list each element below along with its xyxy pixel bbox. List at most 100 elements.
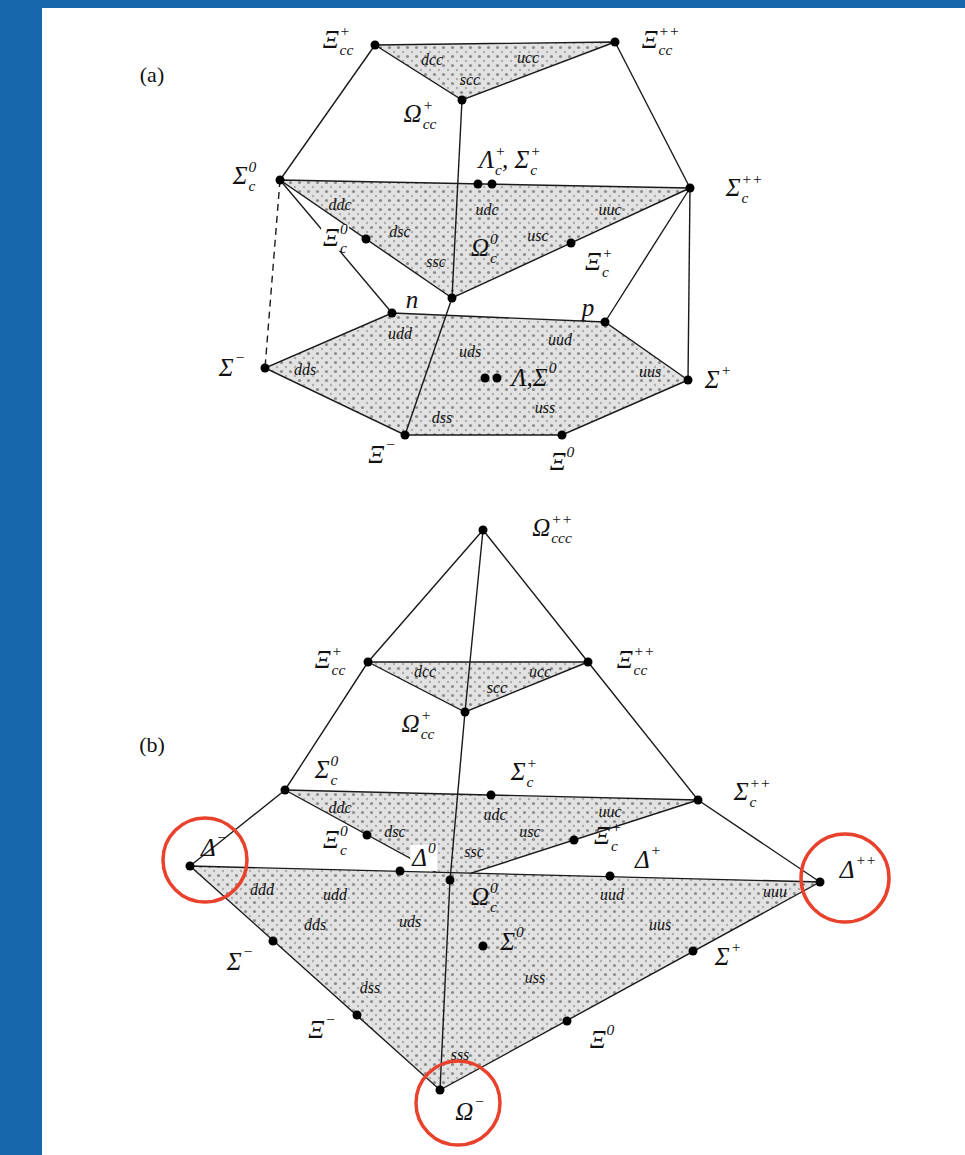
particle-dot [816,878,825,887]
particle-dot [269,937,278,946]
flavour-subscript: c [490,249,497,266]
quark-content: dsc [384,824,405,841]
flavour-subscript: cc [423,115,437,132]
particle-name: Σc++ [734,779,757,805]
charge-index: c0 [340,835,347,851]
quark-content: dsc [389,224,410,241]
charge-superscript: − [243,943,253,960]
flavour-subscript: c [340,239,347,256]
charge-index: − [235,363,245,379]
quark-content: dds [294,362,316,379]
quark-content: dss [360,980,380,997]
particle-name: Σc0 [315,757,338,783]
particle-name: Σ− [227,949,253,975]
charge-superscript: + [721,361,731,378]
charge-superscript: ++ [855,851,876,868]
particle-name: Σ+ [715,944,741,970]
charge-index: c+ [611,831,618,847]
particle-name: Ξc+ [585,249,609,275]
particle-dot [684,376,693,385]
particle-name: Ξ− [308,1017,335,1043]
circle-outline [163,818,247,902]
charge-superscript: − [235,349,245,366]
circle-outline [416,1061,500,1145]
charge-index: ccc++ [551,523,572,539]
particle-name: p [582,295,595,321]
particle-dot [186,38,825,1095]
particle-name: Ξc0 [321,225,349,251]
flavour-subscript: cc [634,661,648,678]
charge-superscript: 0 [248,159,256,175]
particle-dot [362,235,371,244]
quark-content: ssc [426,254,446,271]
particle-dot [558,431,567,440]
quark-content: dcc [414,664,436,681]
particle-name: Ωcc+ [404,101,437,127]
charge-index: c++ [741,183,748,199]
particle-dot [364,658,373,667]
quark-content: scc [460,72,480,89]
quark-content: udd [323,887,347,904]
flavour-subscript: c [741,189,748,206]
flavour-subscript: cc [421,725,435,742]
quark-content: udc [475,202,498,219]
charge-superscript: 0 [340,221,348,237]
charge-index: 0 [516,937,524,953]
charge-superscript: − [325,1011,335,1028]
particle-dot [611,38,620,47]
particle-dot [689,947,698,956]
charge-index: c0 [490,243,497,259]
quark-content: uus [649,917,671,934]
charge-superscript: ++ [741,171,762,187]
charge-index: c++ [749,787,756,803]
charge-superscript: + [340,23,350,39]
multiplet-edge [190,530,483,866]
quark-content: ddc [328,800,351,817]
charge-index: cc+ [332,655,346,671]
quark-content: uds [399,914,421,931]
particle-name: Σ0 [500,929,524,955]
particle-dot [493,374,502,383]
particle-dot [353,1011,362,1020]
charge-superscript: 0 [607,1021,615,1038]
charge-superscript: 0 [340,823,348,839]
particle-name: Ξcc++ [642,27,673,53]
quark-content: usc [519,824,540,841]
charge-superscript: + [332,643,342,659]
particle-dot [363,831,372,840]
particle-name: Ω− [455,1099,485,1125]
particle-dot [371,41,380,50]
charge-superscript: 0 [428,839,436,856]
charge-superscript: + [421,707,431,723]
flavour-subscript: c [340,841,347,858]
particle-dot [481,374,490,383]
charge-superscript: 0 [516,923,524,940]
particle-name: Ξ− [368,442,395,468]
charge-superscript: 0 [490,880,498,896]
particle-name: Ξ0 [550,449,575,475]
particle-name: Ξc+ [594,823,618,849]
flavour-subscript: c [602,263,609,280]
flavour-subscript: cc [340,41,354,58]
multiplet-edge [405,298,452,435]
charge-index: c+ [495,155,502,171]
particle-name: Ξ0 [590,1027,615,1053]
shaded-plane [285,790,698,880]
particle-dot [601,318,610,327]
particle-dot [570,836,579,845]
highlight-circle: Δ++ [799,832,891,924]
particle-dot [186,862,195,871]
particle-dot [474,180,483,189]
charge-superscript: − [474,1093,484,1110]
particle-name: Ξcc+ [315,647,346,673]
multiplet-edge [265,180,280,368]
particle-name: Σc+ [511,759,534,785]
flavour-subscript: ccc [551,529,572,546]
flavour-subscript: c [490,898,497,915]
particle-name: Σ− [219,355,245,381]
quark-content: uss [525,970,545,987]
charge-index: − [325,1025,335,1041]
charge-superscript: + [530,143,540,159]
particle-dot [479,526,488,535]
